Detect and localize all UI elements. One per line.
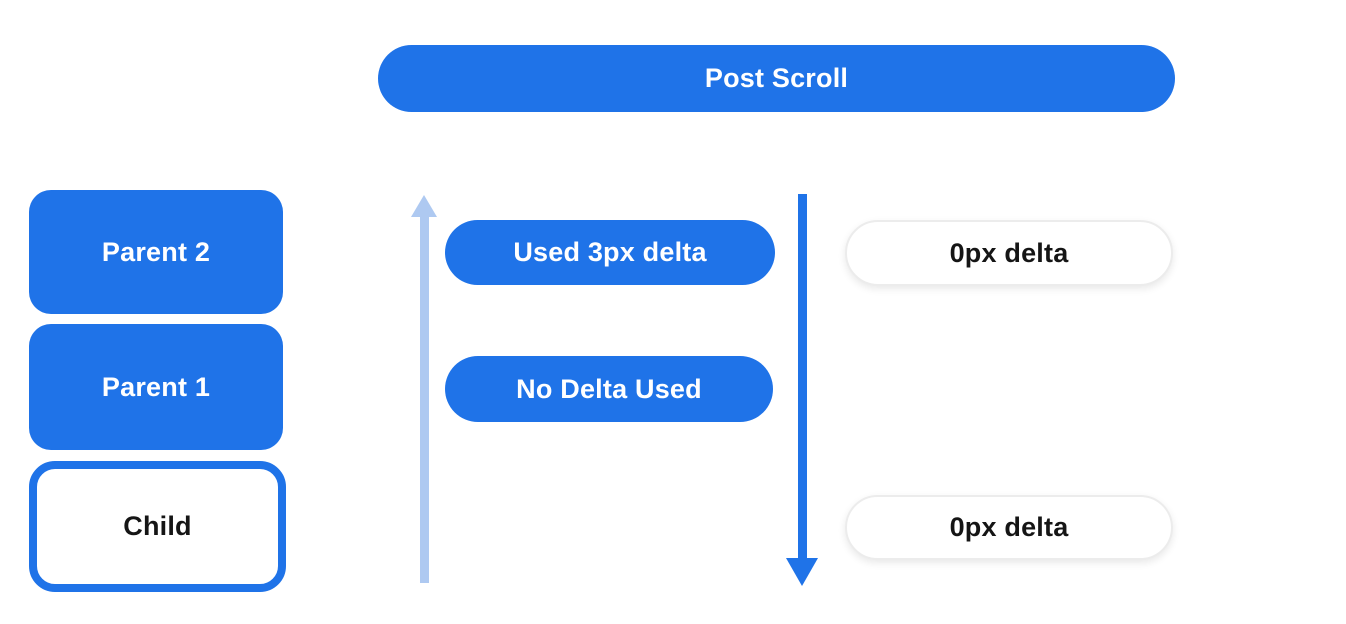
parent1-node: Parent 1 (29, 324, 283, 450)
post-scroll-header-pill: Post Scroll (378, 45, 1175, 112)
parent2-node: Parent 2 (29, 190, 283, 314)
zero-delta-top-pill: 0px delta (845, 220, 1173, 286)
up-arrow (411, 195, 437, 583)
down-arrow (786, 194, 818, 586)
child-node: Child (29, 461, 286, 592)
zero-delta-bottom-pill: 0px delta (845, 495, 1173, 560)
down-arrow-shaft (797, 194, 807, 560)
used-delta-pill: Used 3px delta (445, 220, 775, 285)
no-delta-pill: No Delta Used (445, 356, 773, 422)
up-arrow-head-icon (411, 195, 437, 217)
down-arrow-head-icon (786, 558, 818, 586)
up-arrow-shaft (419, 215, 429, 583)
